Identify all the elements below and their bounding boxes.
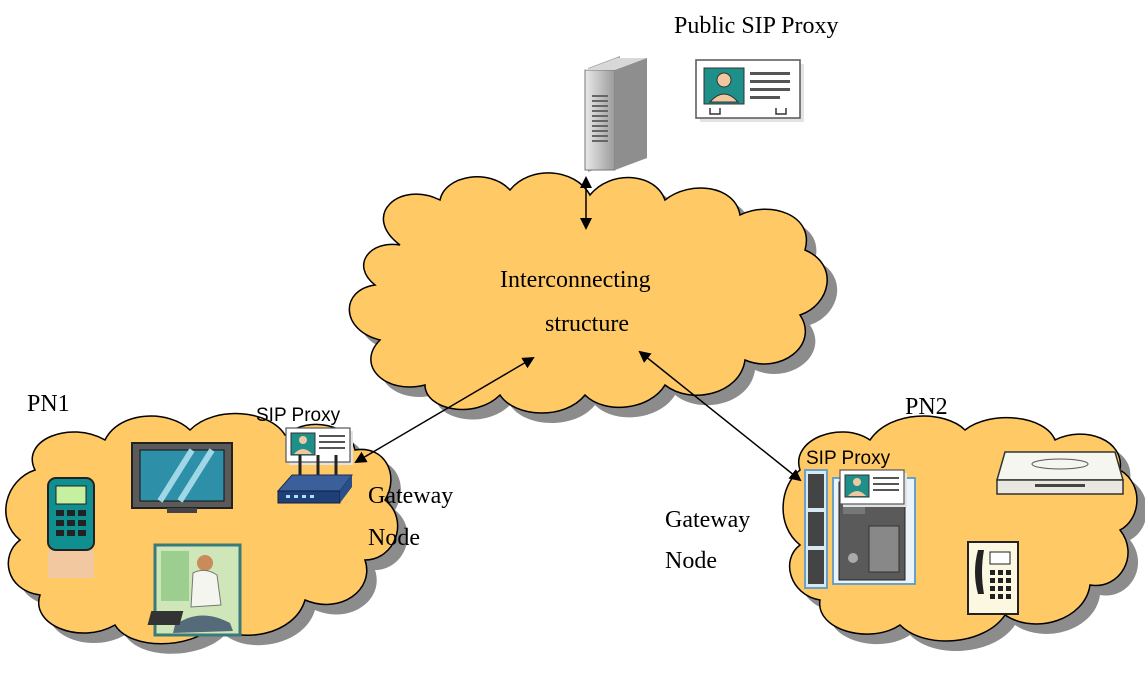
cloud-label-line1: Interconnecting: [500, 267, 651, 293]
pn2-sip-proxy-label: SIP Proxy: [806, 448, 891, 469]
tv-icon: [131, 442, 233, 513]
pn1-gateway-label-line2: Node: [368, 525, 420, 551]
pn2-id-card-icon: [839, 469, 907, 507]
router-icon: [276, 455, 353, 504]
server-icon: [584, 56, 647, 172]
interconnecting-cloud: [348, 172, 838, 424]
pn1-gateway-label-line1: Gateway: [368, 483, 454, 509]
phone-icon: [47, 477, 95, 578]
arrow-pn2-gateway-cloud: [638, 350, 802, 482]
desk-phone-icon: [967, 541, 1019, 615]
pn2-gateway-label-line2: Node: [665, 548, 717, 574]
pn1-sip-proxy-label: SIP Proxy: [256, 405, 341, 426]
arrow-pn1-gateway-cloud: [354, 356, 535, 464]
dvd-player-icon: [996, 451, 1124, 495]
person-laptop-icon: [147, 543, 242, 637]
public-sip-proxy-label: Public SIP Proxy: [674, 13, 839, 39]
pn2-label: PN2: [905, 394, 948, 420]
pn2-gateway-label-line1: Gateway: [665, 507, 751, 533]
id-card-icon: [695, 59, 804, 122]
cloud-label-line2: structure: [545, 311, 629, 337]
pn1-id-card-icon: [285, 427, 353, 465]
pn1-label: PN1: [27, 391, 70, 417]
